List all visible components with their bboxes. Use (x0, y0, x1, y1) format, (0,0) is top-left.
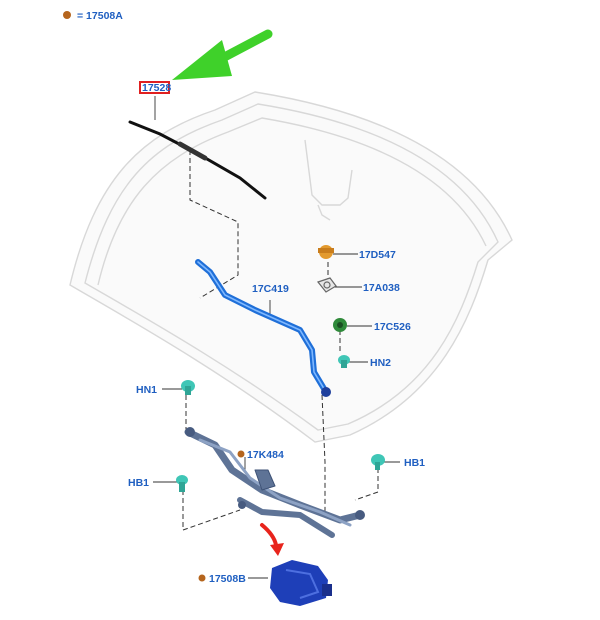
bolt-hb1-left (176, 475, 188, 492)
label-17a038: 17A038 (363, 282, 400, 294)
wiper-arm (195, 259, 331, 397)
clip-17D547 (318, 245, 334, 259)
wiper-linkage (184, 427, 365, 538)
label-hb1-right: HB1 (404, 457, 425, 469)
wiper-blade (128, 120, 267, 200)
label-17508b: 17508B (209, 573, 246, 585)
leader-lines (182, 150, 379, 531)
dot-17508b-icon (198, 574, 206, 582)
label-17d547: 17D547 (359, 249, 396, 261)
red-arrow-icon (260, 523, 284, 556)
label-17c419: 17C419 (252, 283, 289, 295)
label-17c526: 17C526 (374, 321, 411, 333)
label-17528: 17528 (142, 82, 172, 94)
green-arrow-icon (172, 29, 273, 80)
legend-text: = 17508A (77, 10, 123, 22)
grommet-hn1 (181, 380, 195, 395)
label-hn2: HN2 (370, 357, 391, 369)
label-hn1: HN1 (136, 384, 157, 396)
bolt-hb1-right (371, 454, 385, 470)
grommet-hn2 (338, 355, 350, 368)
label-17k484: 17K484 (247, 449, 284, 461)
retainer-17A038 (316, 277, 337, 293)
label-hb1-left: HB1 (128, 477, 149, 489)
highlight-callout-17528: 17528 (139, 81, 172, 94)
legend-dot-icon (63, 11, 71, 19)
nut-17C526 (333, 318, 347, 332)
label-leaders (153, 96, 400, 579)
dot-17k484-icon (237, 450, 245, 458)
wiper-motor (270, 560, 332, 606)
